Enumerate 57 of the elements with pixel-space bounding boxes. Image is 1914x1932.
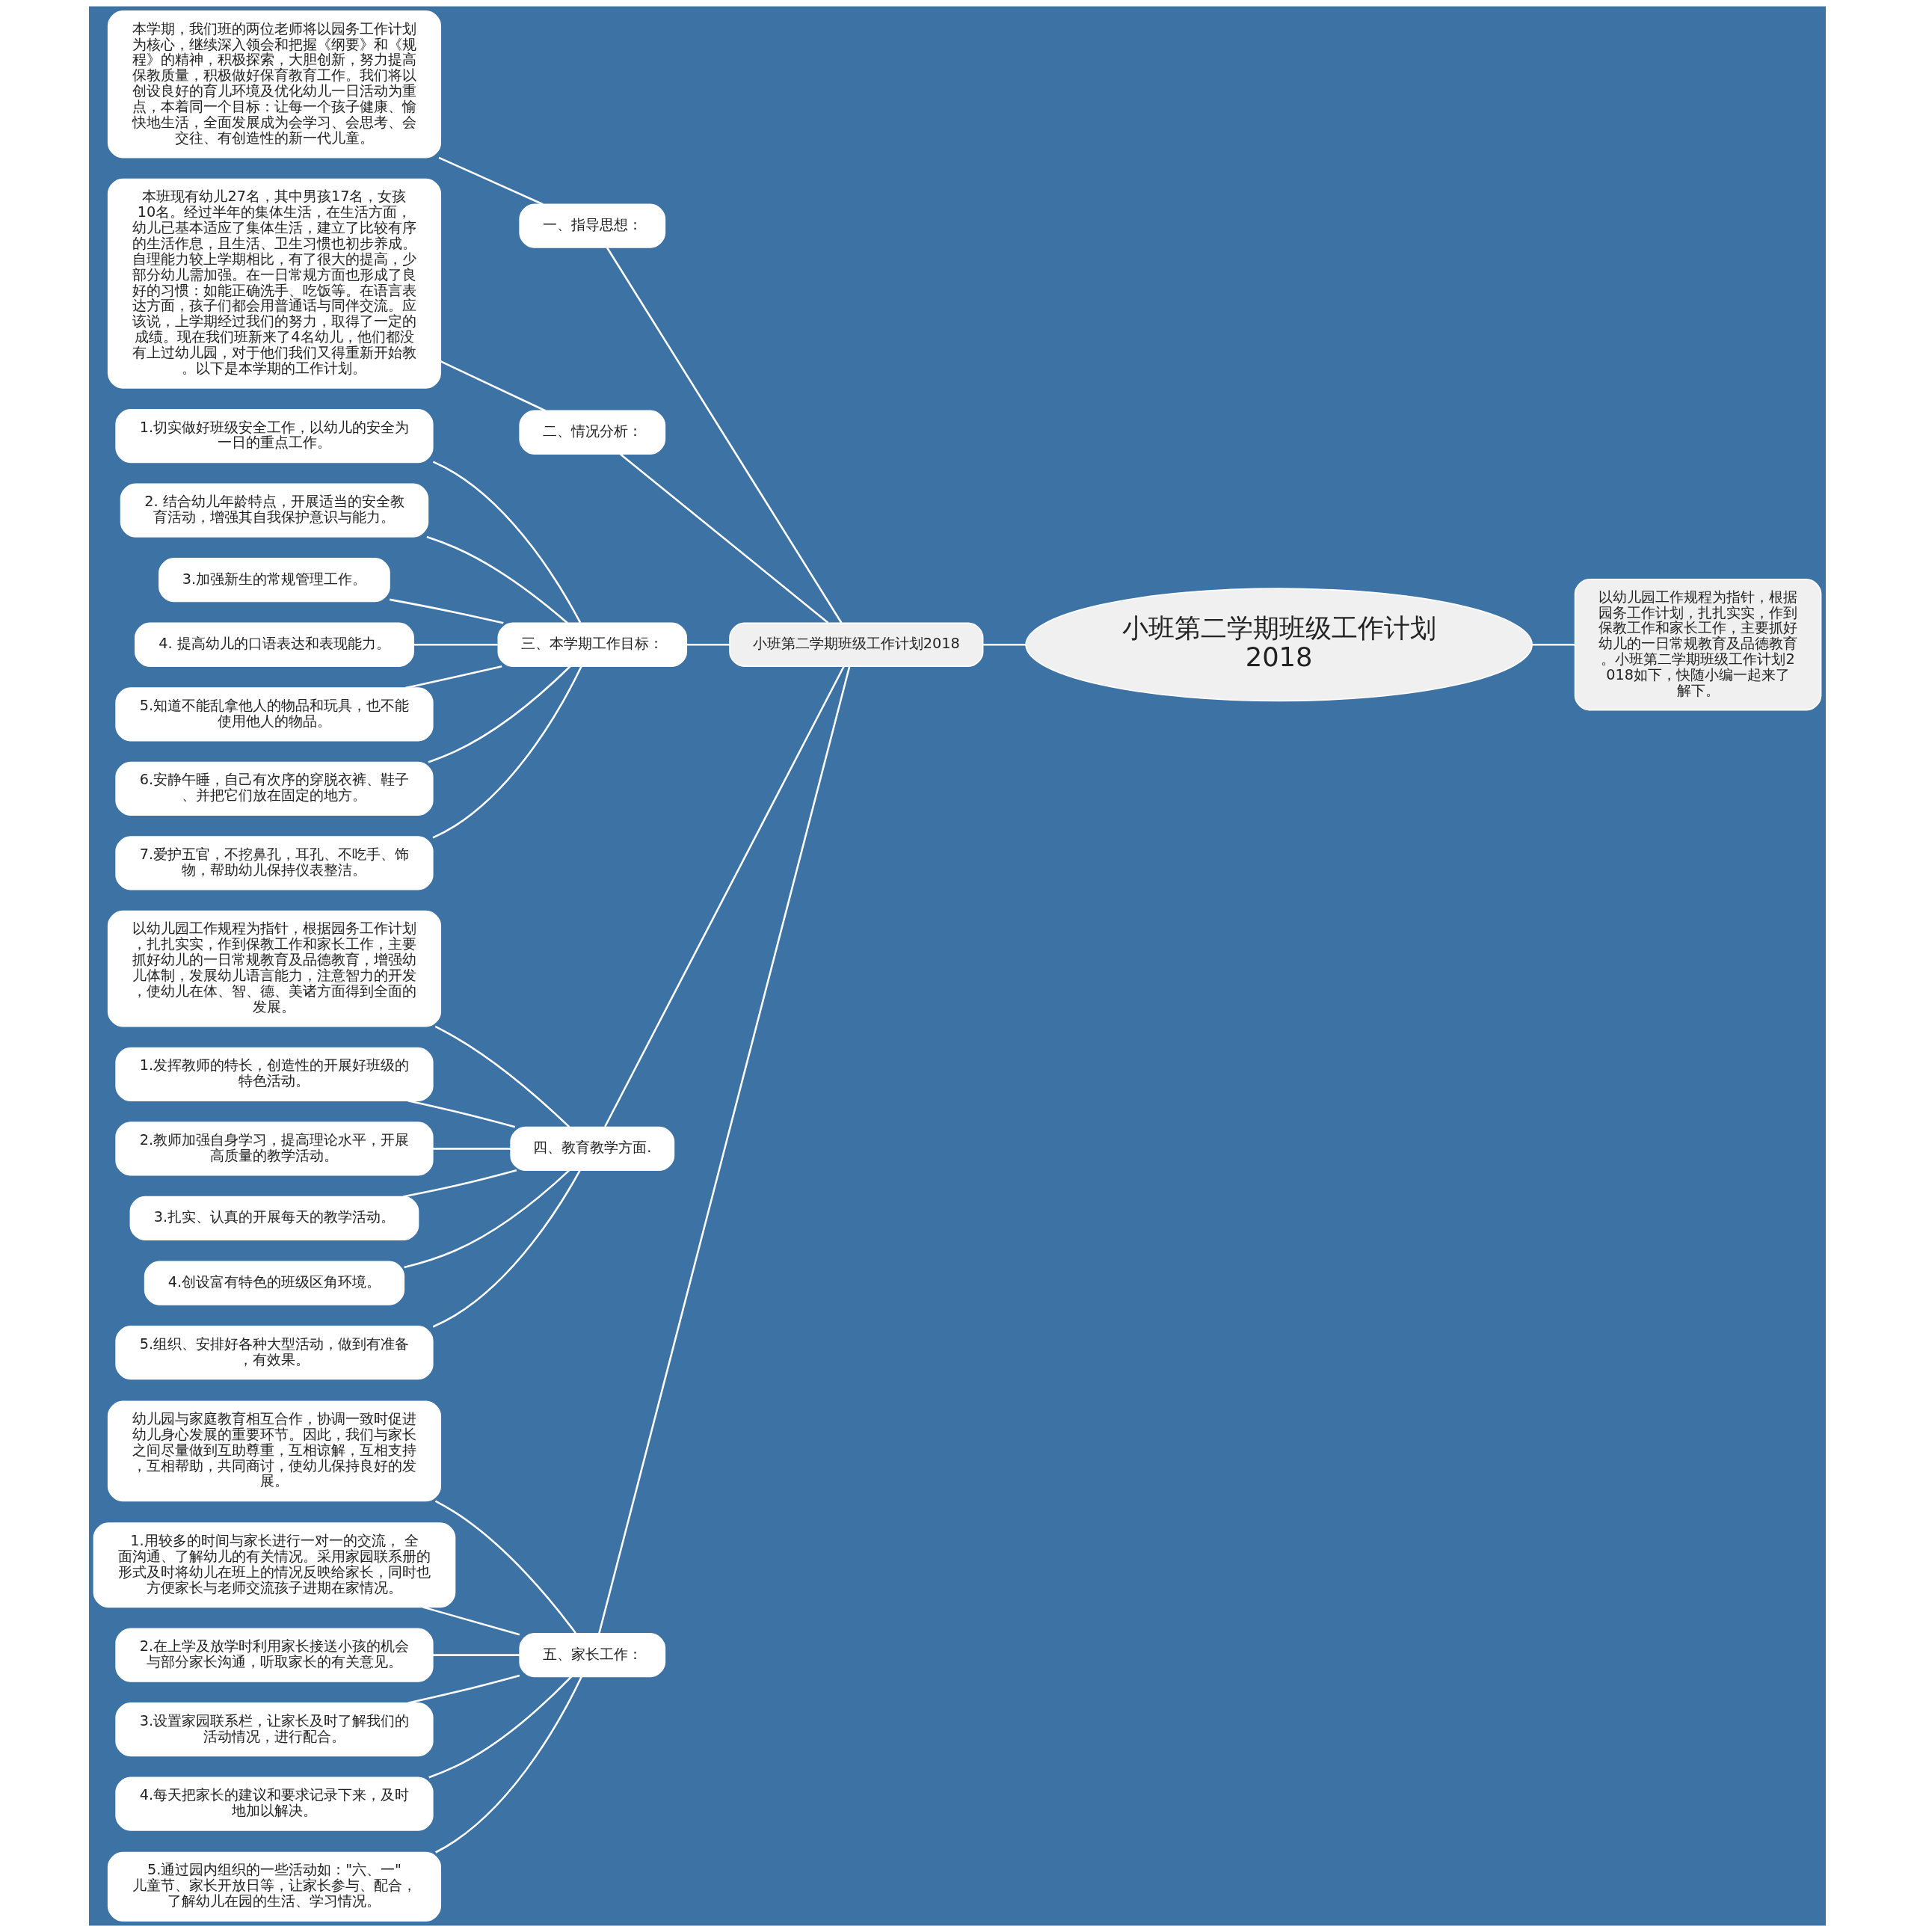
node-box: 3.扎实、认真的开展每天的教学活动。 xyxy=(129,1196,419,1241)
node-box: 五、家长工作： xyxy=(518,1632,665,1678)
connector xyxy=(619,453,828,624)
connector xyxy=(982,644,1026,646)
connector xyxy=(407,1100,515,1128)
connector xyxy=(438,156,544,206)
node-box: 5.通过园内组织的一些活动如："六、一"儿童节、家长开放日等，让家长参与、配合，了解幼儿在园的生活、学习情况。 xyxy=(107,1851,441,1922)
connector xyxy=(389,598,504,624)
connector xyxy=(404,665,502,689)
node-box: 1.用较多的时间与家长进行一对一的交流， 全面沟通、了解幼儿的有关情况。采用家园联系册的形式及时将幼儿在班上的情况反映给家长，同时也方便家长与老师交流孩子进期在家情况。 xyxy=(93,1522,455,1608)
node-box: 3.加强新生的常规管理工作。 xyxy=(158,557,390,603)
node-box: 二、情况分析： xyxy=(518,410,665,455)
node-box: 1.切实做好班级安全工作，以幼儿的安全为一日的重点工作。 xyxy=(114,408,434,464)
connector xyxy=(428,1676,572,1779)
node-box: 5.组织、安排好各种大型活动，做到有准备，有效果。 xyxy=(114,1326,434,1380)
connector xyxy=(432,1654,520,1656)
node-box: 6.安静午睡，自己有次序的穿脱衣裤、鞋子、并把它们放在固定的地方。 xyxy=(114,761,434,816)
connector xyxy=(1531,644,1575,646)
node-box: 四、教育教学方面. xyxy=(509,1126,674,1172)
connector xyxy=(432,1148,511,1150)
node-box: 以幼儿园工作规程为指针，根据园务工作计划，扎扎实实，作到保教工作和家长工作，主要抓好幼儿的一日常规教育及品德教育，增强幼儿体制，发展幼儿语言能力，注意智力的开发，使幼儿在体、智、德、美诸方面得到全面的发展。 xyxy=(107,910,441,1027)
connector xyxy=(407,1674,520,1704)
node-box: 以幼儿园工作规程为指针，根据园务工作计划，扎扎实实，作到保教工作和家长工作，主要抓好幼儿的一日常规教育及品德教育。小班第二学期班级工作计划2018如下，快随小编一起来了解下。 xyxy=(1574,579,1821,711)
connector xyxy=(428,665,570,763)
node-box: 小班第二学期班级工作计划2018 xyxy=(728,622,983,667)
node-box: 4.每天把家长的建议和要求记录下来，及时地加以解决。 xyxy=(114,1776,434,1831)
connector xyxy=(425,535,568,624)
connector xyxy=(434,1500,576,1634)
node-box: 2.教师加强自身学习，提高理论水平，开展高质量的教学活动。 xyxy=(114,1122,434,1176)
node-box: 7.爱护五官，不挖鼻孔，耳孔、不吃手、饰物，帮助幼儿保持仪表整洁。 xyxy=(114,836,434,890)
connector xyxy=(432,461,581,624)
connector xyxy=(432,1170,581,1328)
connector xyxy=(603,665,845,1127)
node-box: 本学期，我们班的两位老师将以园务工作计划为核心，继续深入领会和把握《纲要》和《规程》的精神，积极探索，大胆创新，努力提高保教质量，积极做好保育教育工作。我们将以创设良好的育儿环境及优化幼儿一日活动为重点，本着同一个目标：让每一个孩子健康、愉快地生活，全面发展成为会学习、会思考、会交往、有创造性的新一代儿童。 xyxy=(107,10,441,159)
connector xyxy=(686,644,730,646)
connector xyxy=(422,1606,520,1636)
connector xyxy=(434,1676,582,1853)
connector xyxy=(431,665,582,839)
node-box: 幼儿园与家庭教育相互合作，协调一致时促进幼儿身心发展的重要环节。因此，我们与家长之间尽量做到互助尊重，互相谅解，互相支持，互相帮助，共同商讨，使幼儿保持良好的发展。 xyxy=(107,1400,441,1502)
node-box: 一、指导思想： xyxy=(518,203,665,248)
node-box: 3.设置家园联系栏，让家长及时了解我们的活动情况，进行配合。 xyxy=(114,1702,434,1757)
connector xyxy=(606,247,842,624)
node-box: 5.知道不能乱拿他人的物品和玩具，也不能使用他人的物品。 xyxy=(114,687,434,742)
connector xyxy=(403,1169,570,1269)
connector xyxy=(597,666,850,1634)
node-box: 1.发挥教师的特长，创造性的开展好班级的特色活动。 xyxy=(114,1047,434,1101)
connector xyxy=(402,1169,517,1198)
node-ellipse: 小班第二学期班级工作计划2018 xyxy=(1024,588,1533,702)
node-box: 4. 提高幼儿的口语表达和表现能力。 xyxy=(134,622,414,667)
connector xyxy=(434,1025,570,1128)
node-box: 本班现有幼儿27名，其中男孩17名，女孩10名。经过半年的集体生活，在生活方面，幼儿已基本适应了集体生活，建立了比较有序的生活作息，且生活、卫生习惯也初步养成。自理能力较上学期相比，有了很大的提高，少部分幼儿需加强。在一日常规方面也形成了良好的习惯：如能正确洗手、吃饭等。在语言表达方面，孩子们都会用普通话与同伴交流。应该说，上学期经过我们的努力，取得了一定的成绩。现在我们班新来了4名幼儿，他们都没有上过幼儿园，对于他们我们又得重新开始教。以下是本学期的工作计划。 xyxy=(107,178,441,389)
node-box: 4.创设富有特色的班级区角环境。 xyxy=(144,1261,404,1305)
node-box: 2. 结合幼儿年龄特点，开展适当的安全教育活动，增强其自我保护意识与能力。 xyxy=(120,483,428,538)
node-box: 2.在上学及放学时利用家长接送小孩的机会与部分家长沟通，听取家长的有关意见。 xyxy=(114,1628,434,1682)
node-box: 三、本学期工作目标： xyxy=(496,622,687,667)
connector xyxy=(413,644,498,646)
connector xyxy=(440,360,546,412)
